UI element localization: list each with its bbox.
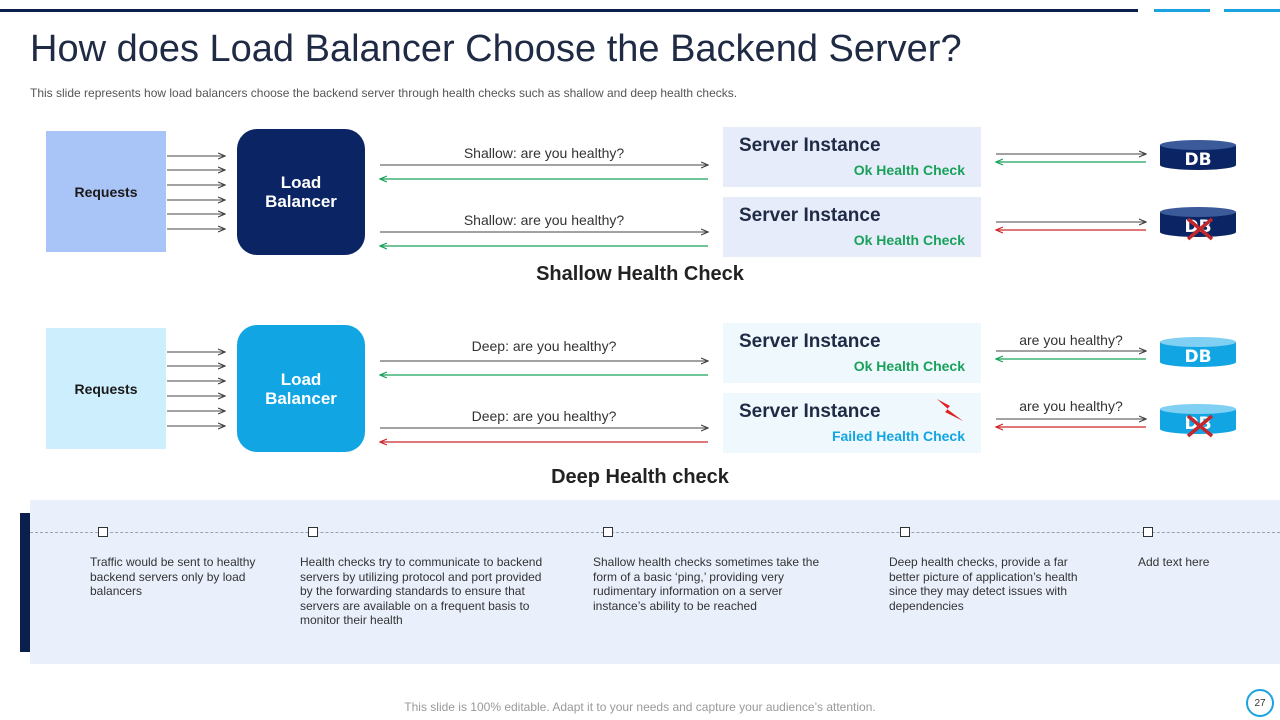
shallow-requests-label: Requests	[74, 183, 138, 200]
shallow-section-title: Shallow Health Check	[536, 263, 744, 285]
server-name: Server Instance	[739, 331, 881, 352]
slide-footer: This slide is 100% editable. Adapt it to…	[404, 700, 876, 714]
server-name: Server Instance	[739, 135, 881, 156]
shallow-requests-box: Requests	[46, 131, 166, 252]
timeline-node	[900, 527, 910, 537]
deep-requests-box: Requests	[46, 328, 166, 449]
database-icon	[1160, 404, 1236, 434]
timeline-text-3: Shallow health checks sometimes take the…	[593, 555, 820, 613]
shallow-request-arrows	[167, 156, 225, 229]
database-icon	[1160, 207, 1236, 237]
timeline-node	[98, 527, 108, 537]
server-name: Server Instance	[739, 401, 881, 422]
db-label: DB	[1184, 347, 1212, 367]
shallow-lb-line1: Load	[280, 173, 322, 192]
server-status: Ok Health Check	[853, 162, 965, 178]
shallow-query-bottom: Shallow: are you healthy?	[463, 212, 625, 228]
shallow-server-top: Server Instance Ok Health Check	[723, 127, 981, 187]
timeline-text-4: Deep health checks, provide a far better…	[889, 555, 1078, 613]
timeline-text-1: Traffic would be sent to healthy backend…	[90, 555, 256, 598]
timeline-text-5: Add text here	[1138, 555, 1210, 569]
deep-db-top: DB	[1159, 336, 1237, 368]
timeline-accent-bar	[20, 513, 30, 652]
deep-request-arrows	[167, 352, 225, 426]
deep-requests-label: Requests	[74, 380, 138, 397]
shallow-query-top: Shallow: are you healthy?	[463, 145, 625, 161]
database-icon	[1160, 337, 1236, 367]
slide-title: How does Load Balancer Choose the Backen…	[30, 28, 962, 70]
x-mark-icon	[1186, 414, 1214, 438]
database-icon	[1160, 140, 1236, 170]
server-status: Ok Health Check	[853, 358, 965, 374]
deep-section-title: Deep Health check	[551, 466, 729, 488]
shallow-db-bottom: DB	[1159, 206, 1237, 241]
deep-server-top: Server Instance Ok Health Check	[723, 323, 981, 383]
page-number: 27	[1246, 689, 1274, 717]
deep-db-query-bottom: are you healthy?	[1019, 398, 1123, 414]
top-accent-2	[1224, 9, 1280, 12]
timeline-panel	[30, 500, 1280, 664]
deep-server-bottom: Server Instance Failed Health Check	[723, 393, 981, 453]
x-mark-icon	[1186, 217, 1214, 241]
deep-query-bottom: Deep: are you healthy?	[471, 408, 617, 424]
timeline-node	[308, 527, 318, 537]
server-name: Server Instance	[739, 205, 881, 226]
deep-db-bottom: DB	[1159, 403, 1237, 438]
shallow-lb-line2: Balancer	[265, 192, 337, 211]
slide-subtitle: This slide represents how load balancers…	[30, 86, 738, 100]
server-status: Ok Health Check	[853, 232, 965, 248]
top-rule	[0, 9, 1138, 12]
shallow-server-bottom: Server Instance Ok Health Check	[723, 197, 981, 257]
timeline-node	[603, 527, 613, 537]
deep-lb-line1: Load	[280, 369, 322, 389]
shallow-db-top: DB	[1159, 139, 1237, 171]
timeline-line	[30, 532, 1280, 533]
page-number-label: 27	[1254, 697, 1266, 709]
server-status: Failed Health Check	[831, 428, 965, 444]
timeline-text-2: Health checks try to communicate to back…	[300, 555, 543, 627]
lightning-bolt-icon	[937, 399, 963, 421]
deep-lb-line2: Balancer	[265, 388, 337, 408]
deep-query-top: Deep: are you healthy?	[471, 338, 617, 354]
timeline-node	[1143, 527, 1153, 537]
deep-db-query-top: are you healthy?	[1019, 332, 1123, 348]
db-label: DB	[1184, 150, 1212, 170]
top-accent-1	[1154, 9, 1210, 12]
